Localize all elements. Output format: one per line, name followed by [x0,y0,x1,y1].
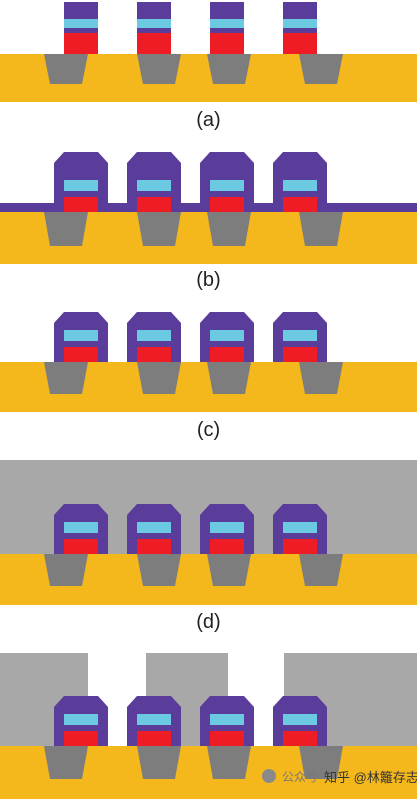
bottom-layer-2 [137,539,171,554]
panel-a [0,2,417,102]
wechat-icon [262,769,276,783]
thin-layer [283,28,317,33]
mid-layer [137,19,171,28]
thin-layer [64,28,98,33]
panel-c [0,312,417,412]
plug-1 [44,746,88,779]
bottom-layer-4 [283,197,317,212]
panel-label-d: (d) [196,611,221,633]
mid-layer-2 [137,714,171,725]
plug-1 [44,212,88,246]
panel-b [0,152,417,264]
bottom-layer-4 [283,731,317,746]
watermark-source: 公众号 [282,769,319,784]
panel-label-a: (a) [196,109,221,131]
plug-2 [137,746,181,779]
bottom-layer [64,33,98,54]
plugs [44,362,343,394]
plugs [44,54,343,84]
mid-layer-1 [64,180,98,191]
bottom-layer-4 [283,347,317,362]
bottom-layer-4 [283,539,317,554]
mid-layer-3 [210,522,244,533]
mid-layer-3 [210,714,244,725]
stack-4 [283,2,317,54]
watermark-author: 知乎 @林籬存志 [324,769,417,785]
mid-layer [283,19,317,28]
stack-3 [210,2,244,54]
bottom-layer-3 [210,539,244,554]
top-layer [283,2,317,19]
plug-4 [299,362,343,394]
mid-layer-1 [64,522,98,533]
stack-1 [64,2,98,54]
panel-e [0,653,417,799]
plug-3 [207,362,251,394]
bottom-layer-1 [64,731,98,746]
plug-4 [299,212,343,246]
mid-layer-2 [137,522,171,533]
plug-3 [207,54,251,84]
mid-layer-3 [210,330,244,341]
bottom-layer-1 [64,539,98,554]
bottom-layer-1 [64,197,98,212]
plug-1 [44,54,88,84]
plug-4 [299,54,343,84]
mid-layer-2 [137,330,171,341]
plug-4 [299,746,343,779]
bottom-layer-3 [210,731,244,746]
stacks [64,330,317,362]
mid-layer [210,19,244,28]
mid-layer-1 [64,330,98,341]
bottom-layer [210,33,244,54]
mid-layer [64,19,98,28]
bottom-layer-2 [137,197,171,212]
bottom-layer-3 [210,347,244,362]
plug-2 [137,54,181,84]
mid-layer-1 [64,714,98,725]
bottom-layer [283,33,317,54]
top-layer [210,2,244,19]
mid-layer-4 [283,330,317,341]
plug-1 [44,554,88,586]
panel-label-c: (c) [196,419,221,441]
stacks [64,522,317,554]
plug-4 [299,554,343,586]
bottom-layer-2 [137,347,171,362]
plug-3 [207,746,251,779]
panel-label-b: (b) [196,269,221,291]
plugs [44,746,343,779]
plug-2 [137,212,181,246]
thin-layer [210,28,244,33]
mid-layer-3 [210,180,244,191]
mid-layer-4 [283,714,317,725]
stacks [64,714,317,746]
bottom-layer-1 [64,347,98,362]
mid-layer-4 [283,180,317,191]
plug-2 [137,362,181,394]
bottom-layer-3 [210,197,244,212]
mid-layer-2 [137,180,171,191]
panel-d [0,460,417,605]
plugs [44,554,343,586]
stack-2 [137,2,171,54]
plug-3 [207,212,251,246]
bottom-layer-2 [137,731,171,746]
stacks [64,2,317,54]
bottom-layer [137,33,171,54]
watermark: 公众号 知乎 @林籬存志 [262,765,417,787]
plug-3 [207,554,251,586]
plug-1 [44,362,88,394]
mid-layer-4 [283,522,317,533]
top-layer [137,2,171,19]
stacks [64,180,317,212]
plug-2 [137,554,181,586]
top-layer [64,2,98,19]
plugs [44,212,343,246]
thin-layer [137,28,171,33]
